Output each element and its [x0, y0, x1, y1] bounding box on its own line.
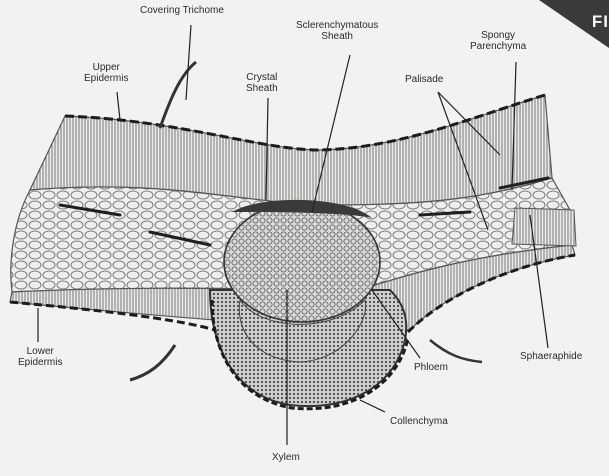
covering-trichome-shape — [160, 62, 196, 128]
right-trichome-shape — [430, 340, 482, 362]
label-spongy-parenchyma: Spongy Parenchyma — [470, 30, 526, 52]
label-collenchyma: Collenchyma — [390, 416, 448, 427]
corner-tab-text: FI — [592, 12, 609, 32]
vascular-bundle — [224, 202, 380, 322]
lower-trichome-shape — [130, 345, 175, 380]
label-sphaeraphide: Sphaeraphide — [520, 351, 582, 362]
label-covering-trichome: Covering Trichome — [140, 5, 224, 16]
label-sclerenchymatous-sheath: Sclerenchymatous Sheath — [296, 20, 378, 42]
right-stub — [512, 208, 576, 246]
label-upper-epidermis: Upper Epidermis — [84, 62, 128, 84]
label-palisade: Palisade — [405, 74, 443, 85]
label-phloem: Phloem — [414, 362, 448, 373]
label-xylem: Xylem — [272, 452, 300, 463]
label-crystal-sheath: Crystal Sheath — [246, 72, 278, 94]
label-lower-epidermis: Lower Epidermis — [18, 346, 62, 368]
